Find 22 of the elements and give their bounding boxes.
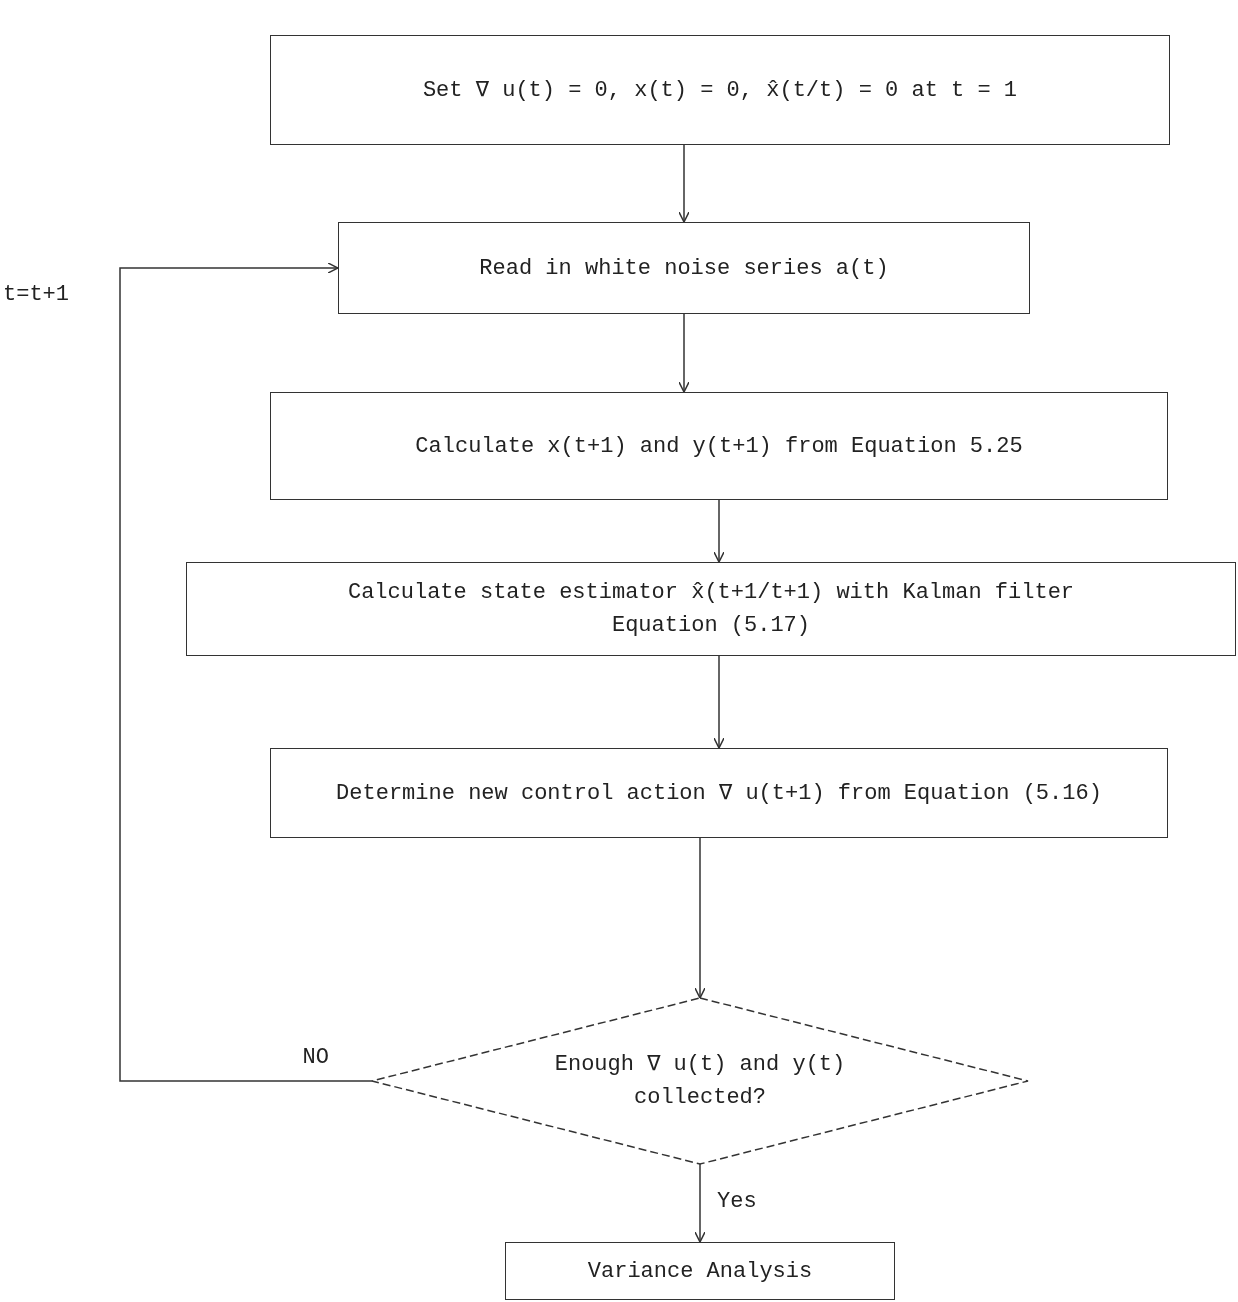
node-text: Read in white noise series a(t) [479, 254, 889, 283]
node-text: Set ∇ u(t) = 0, x(t) = 0, x̂(t/t) = 0 at t = 1 [422, 76, 1018, 105]
arrow [694, 1163, 706, 1243]
process-box [270, 748, 1168, 838]
arrow [713, 655, 725, 749]
node-text: Calculate state estimator x̂(t+1/t+1) with Kalman filter Equation (5.17) [346, 579, 1076, 640]
node-text: Variance Analysis [587, 1257, 813, 1286]
process-box [270, 35, 1170, 145]
node-text: Determine new control action ∇ u(t+1) from Equation (5.16) [336, 779, 1102, 808]
arrow [678, 313, 690, 393]
arrow [694, 837, 706, 999]
node-text: Calculate x(t+1) and y(t+1) from Equation 5.25 [415, 432, 1023, 461]
process-box [505, 1242, 895, 1300]
arrow [678, 144, 690, 223]
process-box [186, 562, 1236, 656]
counter-label: t=t+1 [2, 282, 70, 307]
process-box [270, 392, 1168, 500]
loop-arrow [119, 262, 373, 1082]
node-text: Enough ∇ u(t) and y(t) collected? [553, 1051, 847, 1112]
decision-diamond [372, 998, 1028, 1164]
arrow [713, 499, 725, 563]
process-box [338, 222, 1030, 314]
